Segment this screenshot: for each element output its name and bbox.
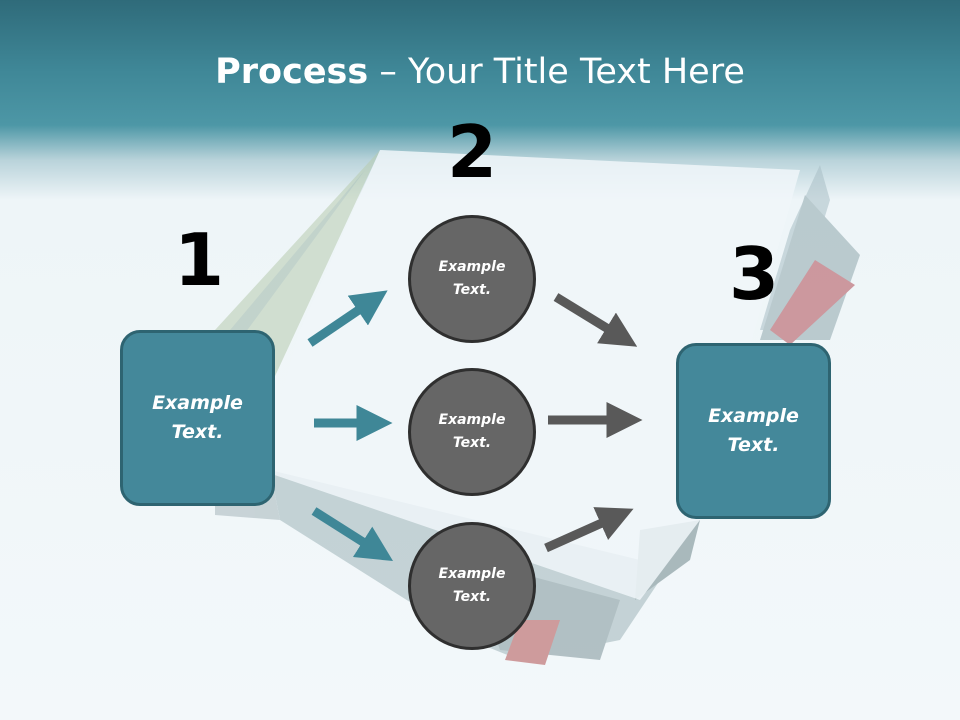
arrow-left-to-top: [307, 290, 388, 347]
circle-top: Example Text.: [408, 215, 536, 343]
right-box: Example Text.: [676, 343, 831, 519]
step-number-2: 2: [446, 110, 498, 194]
left-box: Example Text.: [120, 330, 275, 506]
arrow-top-to-right: [553, 293, 638, 347]
arrow-bottom-to-right: [544, 507, 634, 553]
title-rest: – Your Title Text Here: [368, 52, 745, 92]
arrow-left-to-bottom: [311, 507, 394, 562]
title-bold: Process: [215, 52, 369, 92]
circle-bottom: Example Text.: [408, 522, 536, 650]
step-number-1: 1: [173, 218, 225, 302]
step-number-3: 3: [728, 232, 780, 316]
circle-middle: Example Text.: [408, 368, 536, 496]
slide-title: Process – Your Title Text Here: [0, 52, 960, 92]
